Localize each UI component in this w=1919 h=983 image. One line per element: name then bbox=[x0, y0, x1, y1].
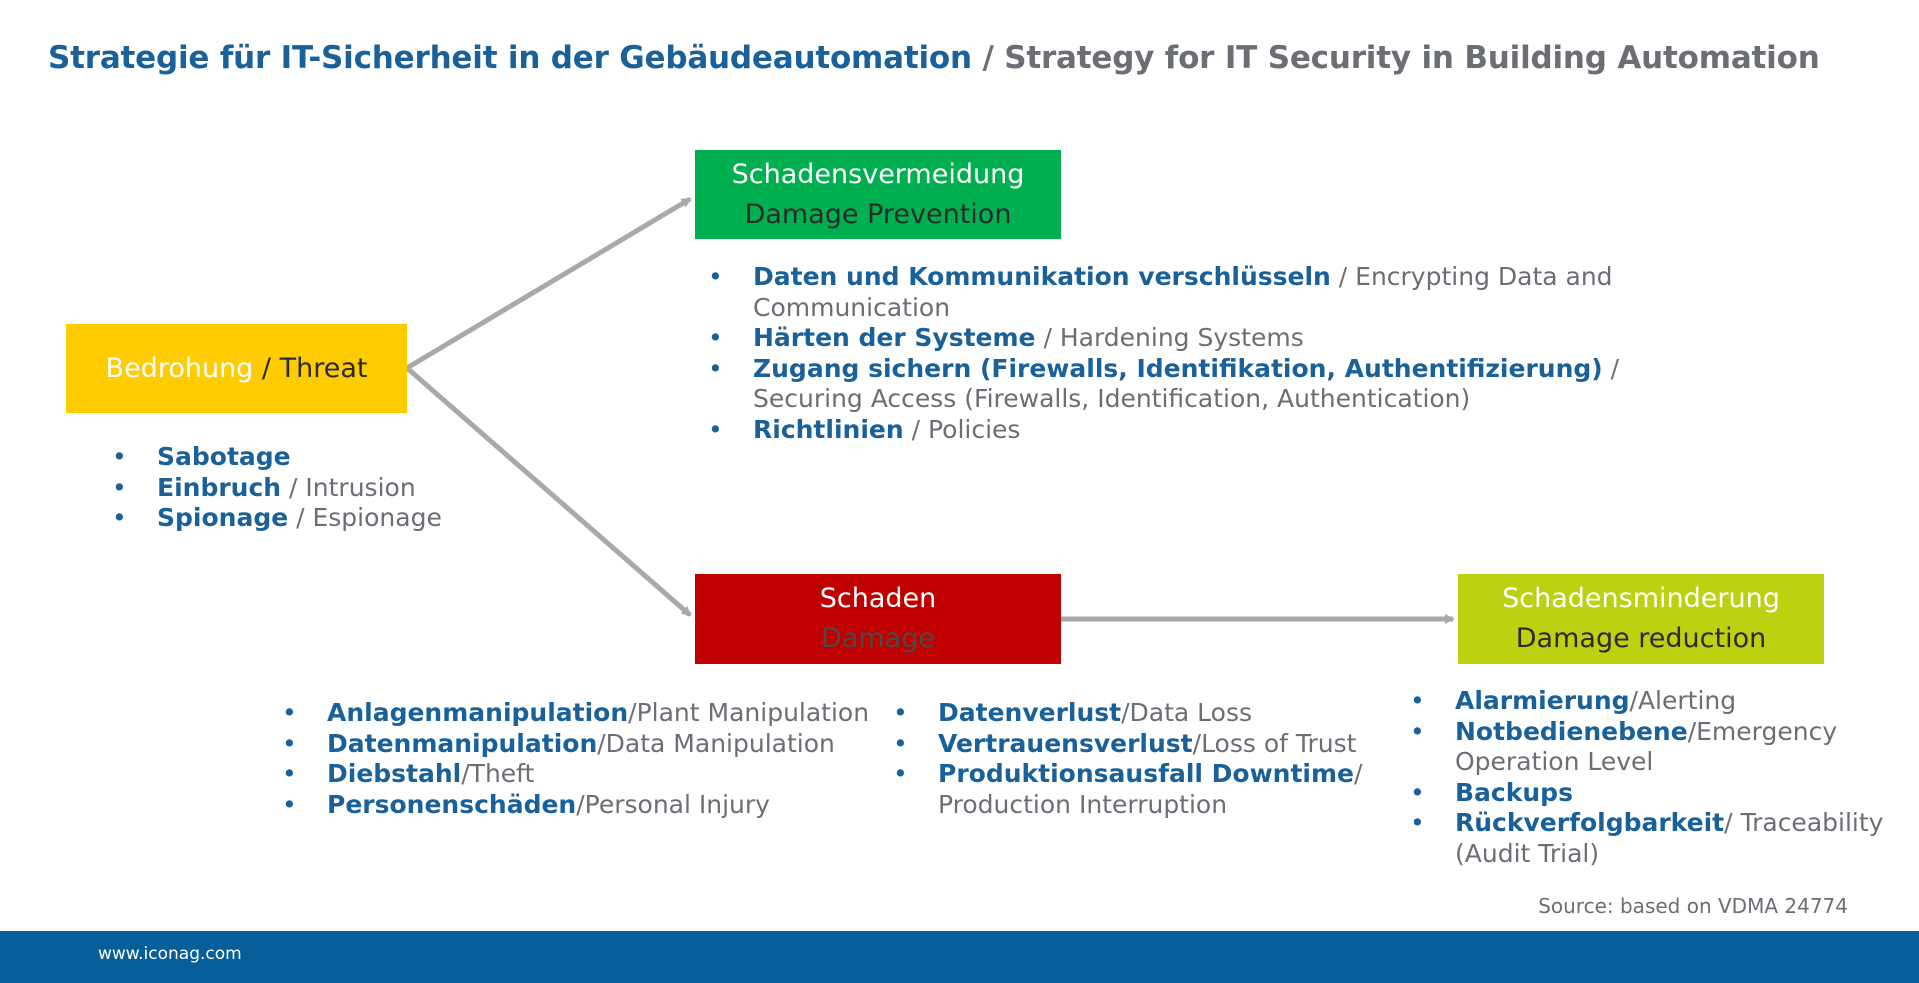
footer-url[interactable]: www.iconag.com bbox=[98, 944, 242, 964]
damage-label-en: Damage bbox=[821, 623, 935, 654]
reduction-label-de: Schadensminderung bbox=[1502, 583, 1780, 614]
threat-label-de: Bedrohung bbox=[105, 352, 254, 384]
prevention-label-de: Schadensvermeidung bbox=[731, 158, 1025, 190]
page-title: Strategie für IT-Sicherheit in der Gebäu… bbox=[48, 40, 1820, 76]
list-item: Einbruch / Intrusion bbox=[112, 473, 512, 504]
threat-box: Bedrohung / Threat bbox=[66, 324, 407, 413]
footer-bar: www.iconag.com bbox=[0, 931, 1919, 983]
list-item: Spionage / Espionage bbox=[112, 503, 512, 534]
arrow-threat-to-prevention bbox=[405, 196, 692, 371]
list-item: Produktionsausfall Downtime/ Production … bbox=[893, 759, 1418, 820]
damage-label-de: Schaden bbox=[819, 583, 937, 614]
title-english: / Strategy for IT Security in Building A… bbox=[971, 40, 1820, 76]
damage-reduction-box: Schadensminderung Damage reduction bbox=[1458, 574, 1824, 664]
reduction-list: Alarmierung/Alerting Notbedienebene/Emer… bbox=[1410, 686, 1910, 869]
list-item: Anlagenmanipulation/Plant Manipulation bbox=[282, 698, 902, 729]
list-item: Richtlinien / Policies bbox=[708, 415, 1638, 446]
threat-list: Sabotage Einbruch / Intrusion Spionage /… bbox=[112, 442, 512, 534]
reduction-label-en: Damage reduction bbox=[1515, 623, 1767, 654]
list-item: Rückverfolgbarkeit/ Traceability (Audit … bbox=[1410, 808, 1915, 869]
damage-list-left: Anlagenmanipulation/Plant Manipulation D… bbox=[282, 698, 902, 820]
list-item: Härten der Systeme / Hardening Systems bbox=[708, 323, 1638, 354]
list-item: Daten und Kommunikation verschlüsseln / … bbox=[708, 262, 1623, 323]
damage-box: Schaden Damage bbox=[695, 574, 1061, 664]
title-german: Strategie für IT-Sicherheit in der Gebäu… bbox=[48, 40, 972, 76]
damage-list-right: Datenverlust/Data Loss Vertrauensverlust… bbox=[893, 698, 1393, 820]
list-item: Diebstahl/Theft bbox=[282, 759, 902, 790]
arrow-threat-to-damage bbox=[405, 366, 692, 617]
list-item: Alarmierung/Alerting bbox=[1410, 686, 1910, 717]
list-item: Backups bbox=[1410, 778, 1910, 809]
source-note: Source: based on VDMA 24774 bbox=[1538, 894, 1848, 918]
list-item: Notbedienebene/Emergency Operation Level bbox=[1410, 717, 1875, 778]
list-item: Datenverlust/Data Loss bbox=[893, 698, 1393, 729]
list-item: Personenschäden/Personal Injury bbox=[282, 790, 902, 821]
damage-prevention-box: Schadensvermeidung Damage Prevention bbox=[695, 150, 1061, 239]
threat-separator: / bbox=[253, 352, 280, 384]
threat-label-en: Threat bbox=[279, 352, 368, 384]
prevention-list: Daten und Kommunikation verschlüsseln / … bbox=[708, 262, 1638, 445]
list-item: Vertrauensverlust/Loss of Trust bbox=[893, 729, 1393, 760]
prevention-label-en: Damage Prevention bbox=[744, 198, 1012, 230]
list-item: Sabotage bbox=[112, 442, 512, 473]
list-item: Datenmanipulation/Data Manipulation bbox=[282, 729, 902, 760]
list-item: Zugang sichern (Firewalls, Identifikatio… bbox=[708, 354, 1653, 415]
